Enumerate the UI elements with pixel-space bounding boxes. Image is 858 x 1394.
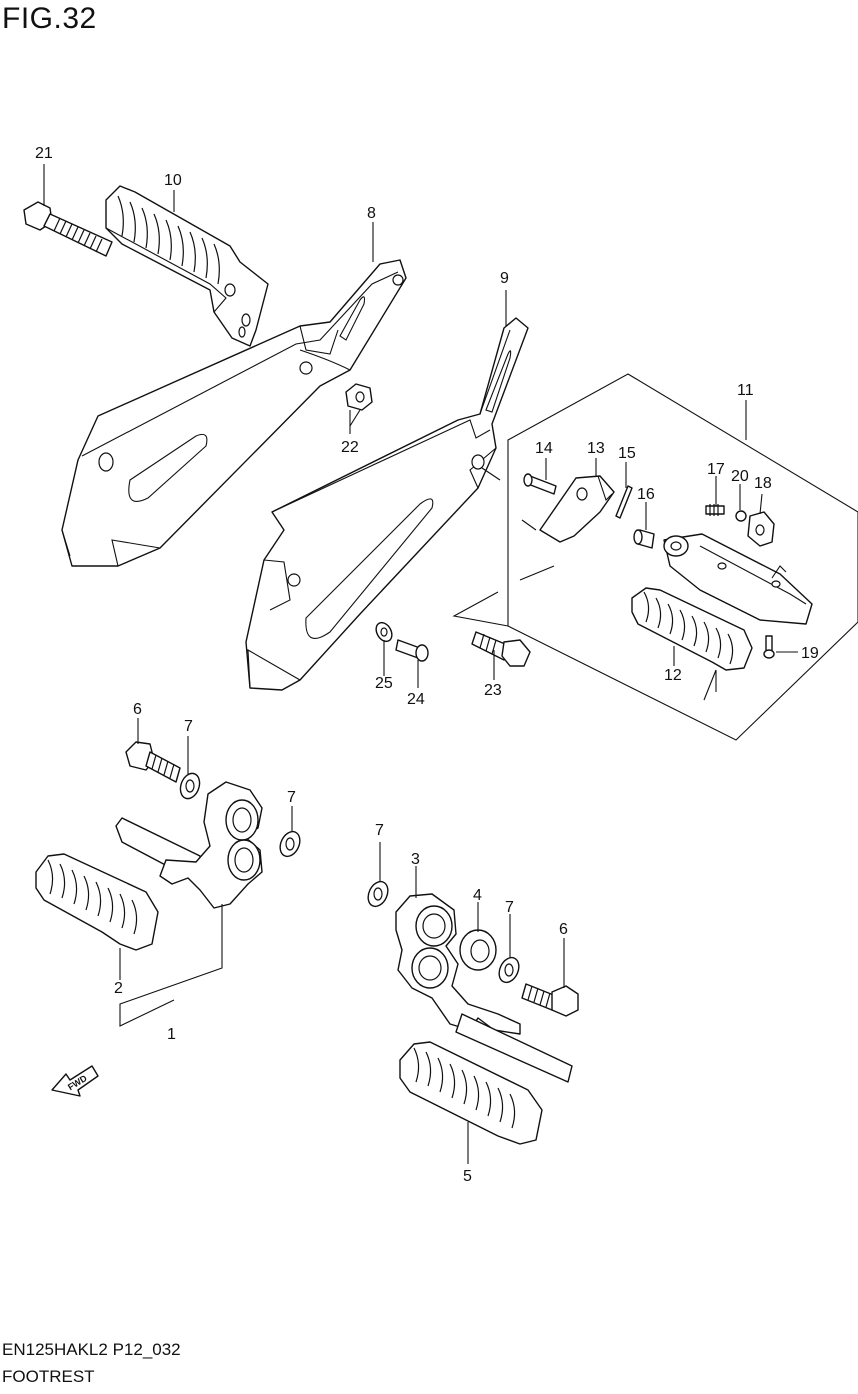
callout-17: 17 [707, 461, 725, 478]
bolt-part-23[interactable] [471, 631, 531, 667]
leader-lines [43, 164, 798, 1164]
bracket-part-13[interactable] [539, 475, 615, 543]
callout-20: 20 [731, 468, 749, 485]
spring-part-17[interactable] [705, 504, 725, 516]
assembly-outline-part-11 [452, 373, 858, 741]
callout-7b: 7 [287, 789, 296, 806]
footrest-rubber-part-5[interactable] [399, 1041, 543, 1145]
callout-23: 23 [484, 682, 502, 699]
callout-labels: 21 10 8 9 22 11 14 13 15 16 17 20 18 19 … [35, 145, 819, 1185]
callout-12: 12 [664, 667, 682, 684]
footrest-body-assembly-11[interactable] [663, 533, 813, 625]
callout-19: 19 [801, 645, 819, 662]
callout-2: 2 [114, 980, 123, 997]
washer-part-7a[interactable] [177, 771, 203, 802]
callout-7d: 7 [505, 899, 514, 916]
callout-1: 1 [167, 1026, 176, 1043]
callout-8: 8 [367, 205, 376, 222]
figure-title: FIG.32 [2, 2, 97, 35]
callout-3: 3 [411, 851, 420, 868]
fwd-direction-badge: FWD [51, 1065, 99, 1097]
nut-part-22[interactable] [345, 383, 373, 411]
pin-part-14[interactable] [523, 473, 557, 495]
footrest-rubber-part-12[interactable] [631, 587, 753, 671]
footrest-arm-part-1[interactable] [115, 781, 263, 909]
bushing-part-4[interactable] [459, 929, 497, 971]
footrest-rubber-part-2[interactable] [35, 853, 159, 951]
washer-part-7d[interactable] [495, 954, 522, 985]
plate-part-18[interactable] [747, 511, 775, 547]
callout-14: 14 [535, 440, 553, 457]
washer-part-7c[interactable] [364, 878, 391, 909]
callout-25: 25 [375, 675, 393, 692]
front-bracket-part-9[interactable] [245, 317, 529, 691]
screw-part-24[interactable] [395, 639, 429, 662]
washer-part-25[interactable] [373, 620, 395, 644]
footrest-arm-part-3[interactable] [395, 893, 573, 1083]
model-code: EN125HAKL2 P12_032 [2, 1340, 181, 1359]
sleeve-part-16[interactable] [633, 529, 655, 549]
callout-4: 4 [473, 887, 482, 904]
callout-7a: 7 [184, 718, 193, 735]
callout-7c: 7 [375, 822, 384, 839]
section-name: FOOTREST [2, 1367, 95, 1386]
bolt-part-21[interactable] [23, 201, 113, 257]
bolt-part-6-left[interactable] [125, 741, 181, 783]
callout-6-right: 6 [559, 921, 568, 938]
callout-10: 10 [164, 172, 182, 189]
callout-6-left: 6 [133, 701, 142, 718]
rear-bracket-part-8[interactable] [61, 259, 407, 567]
callout-18: 18 [754, 475, 772, 492]
bolt-part-6-right[interactable] [521, 983, 579, 1017]
callout-16: 16 [637, 486, 655, 503]
callout-13: 13 [587, 440, 605, 457]
callout-15: 15 [618, 445, 636, 462]
washer-part-7b[interactable] [276, 828, 303, 859]
rear-footrest-part-10[interactable] [105, 185, 269, 347]
cotter-pin-part-15[interactable] [615, 485, 633, 519]
callout-24: 24 [407, 691, 425, 708]
bolt-part-19[interactable] [763, 635, 775, 659]
callout-5: 5 [463, 1168, 472, 1185]
callout-21: 21 [35, 145, 53, 162]
callout-11: 11 [737, 382, 754, 399]
callout-9: 9 [500, 270, 509, 287]
ball-part-20[interactable] [735, 510, 747, 522]
callout-22: 22 [341, 439, 359, 456]
